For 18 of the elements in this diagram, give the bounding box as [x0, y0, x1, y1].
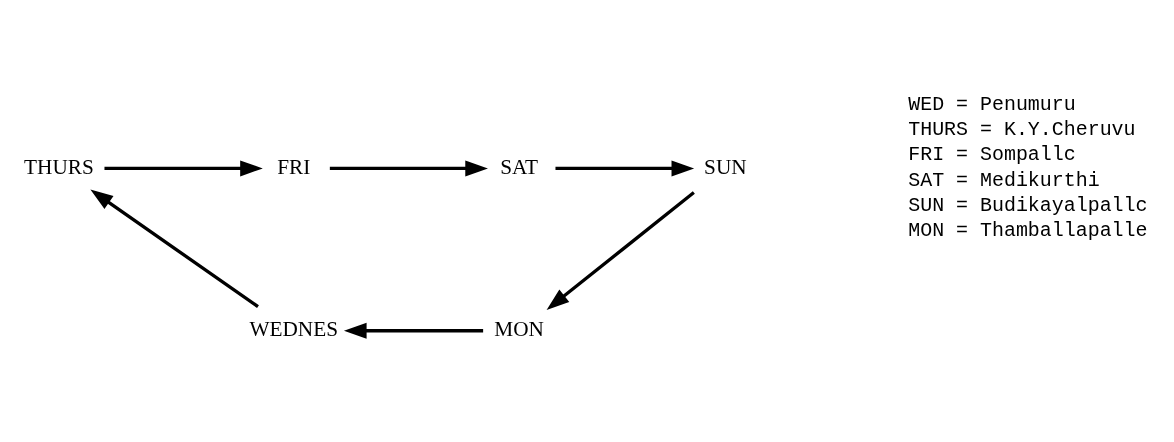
node-text: THURS [24, 154, 94, 179]
arrow [343, 322, 484, 339]
label: MON = Thamballapalle [908, 219, 1148, 243]
label: SAT = Medikurthi [908, 168, 1100, 192]
arrow [104, 160, 263, 177]
arrow [329, 160, 488, 177]
arrow [546, 191, 695, 310]
label: SUN = Budikayalpallc [908, 194, 1148, 218]
node-text: SUN [704, 154, 747, 179]
node-text: MON [494, 316, 544, 341]
node-text: WEDNES [249, 316, 338, 341]
label: WED = Penumuru [908, 92, 1076, 116]
arrow [90, 189, 259, 309]
label: FRI = Sompallc [908, 143, 1076, 167]
node-text: FRI [277, 154, 311, 179]
arrow [555, 160, 695, 177]
label: THURS = K.Y.Cheruvu [908, 118, 1136, 142]
node-text: SAT [500, 154, 539, 179]
